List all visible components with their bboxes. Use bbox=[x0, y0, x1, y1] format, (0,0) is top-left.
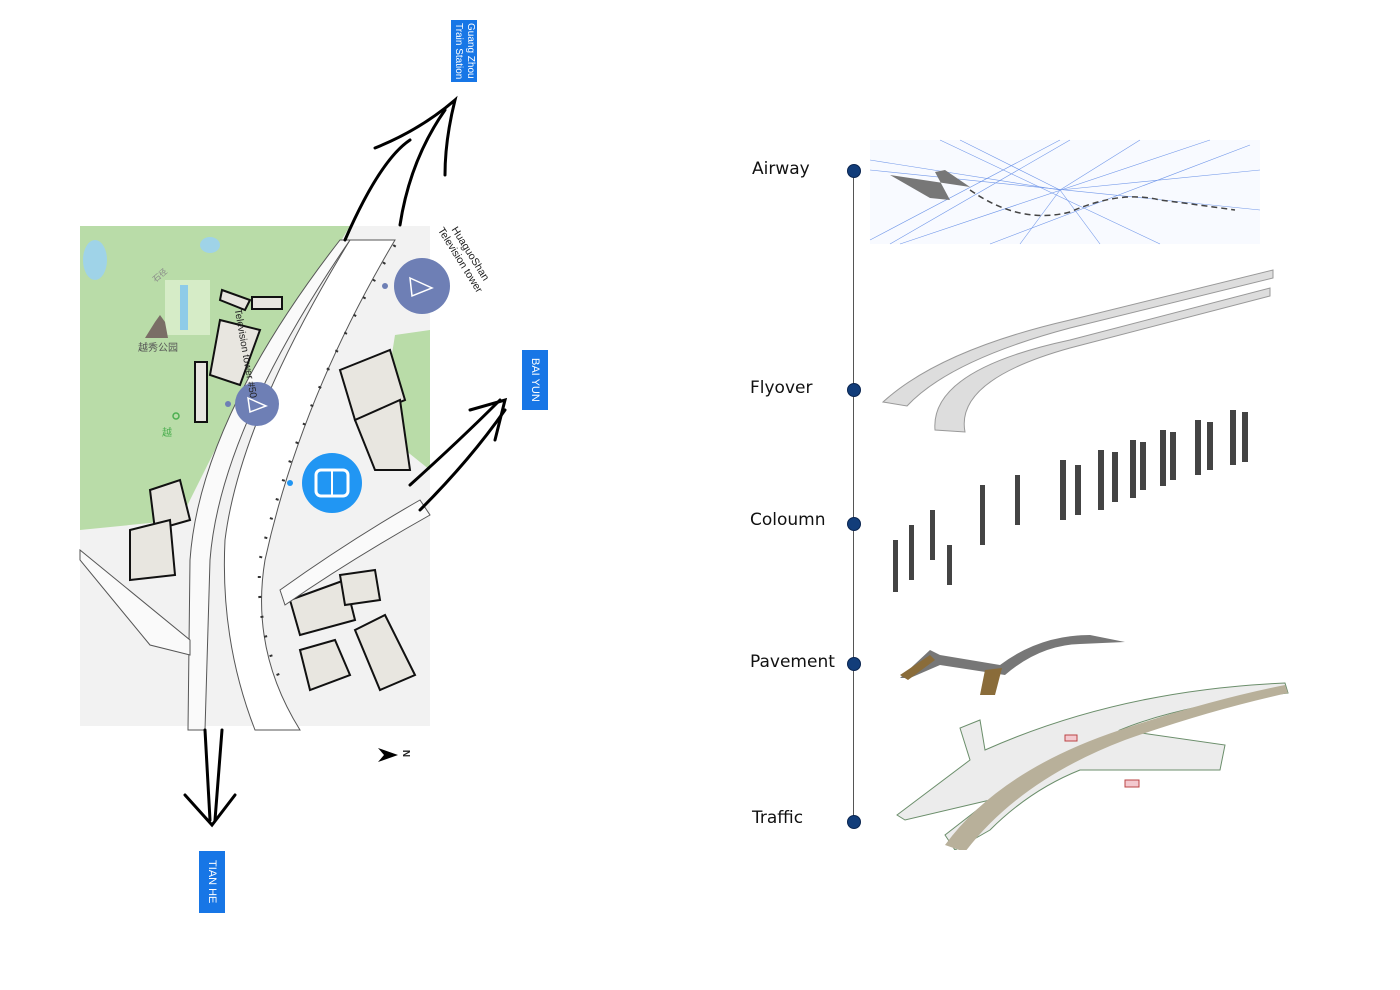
layer-label-traffic: Traffic bbox=[752, 808, 804, 828]
timeline-dot-airway bbox=[847, 164, 861, 178]
map-graphic bbox=[79, 95, 508, 828]
destination-bai-yun: BAI YUN bbox=[522, 350, 548, 410]
park-label-short: 越 bbox=[162, 428, 172, 439]
layer-label-pavement: Pavement bbox=[750, 652, 835, 672]
park-label: 越秀公园 bbox=[138, 343, 178, 354]
timeline-dot-column bbox=[847, 517, 861, 531]
layer-label-column: Coloumn bbox=[750, 510, 826, 530]
north-arrow-icon bbox=[378, 748, 398, 762]
timeline-dot-flyover bbox=[847, 383, 861, 397]
timeline-dot-pavement bbox=[847, 657, 861, 671]
destination-train-station: Guang Zhou Train Station bbox=[451, 20, 477, 82]
pavement-illustration bbox=[900, 635, 1125, 695]
metro-station-pin bbox=[287, 453, 362, 513]
layer-illustrations bbox=[869, 139, 1289, 850]
direction-arrows bbox=[183, 95, 508, 828]
layer-diagram: Airway Flyover Coloumn Pavement Traffic bbox=[740, 130, 1300, 850]
column-illustration bbox=[893, 410, 1248, 592]
monument-icon bbox=[145, 315, 168, 338]
traffic-illustration bbox=[896, 682, 1289, 850]
tower-50-pin bbox=[225, 382, 279, 426]
timeline-dot-traffic bbox=[847, 815, 861, 829]
huaguoshan-tower-pin bbox=[382, 258, 450, 314]
timeline-line bbox=[853, 170, 854, 822]
site-map: 越秀公园 越 石径 Television tower #50 HuaguoSha… bbox=[0, 0, 600, 990]
north-label: N bbox=[400, 749, 412, 758]
flyover-illustration bbox=[881, 269, 1274, 433]
layer-label-flyover: Flyover bbox=[750, 378, 813, 398]
destination-tian-he: TIAN HE bbox=[199, 851, 225, 913]
airway-illustration bbox=[869, 139, 1261, 245]
layer-label-airway: Airway bbox=[752, 159, 810, 179]
